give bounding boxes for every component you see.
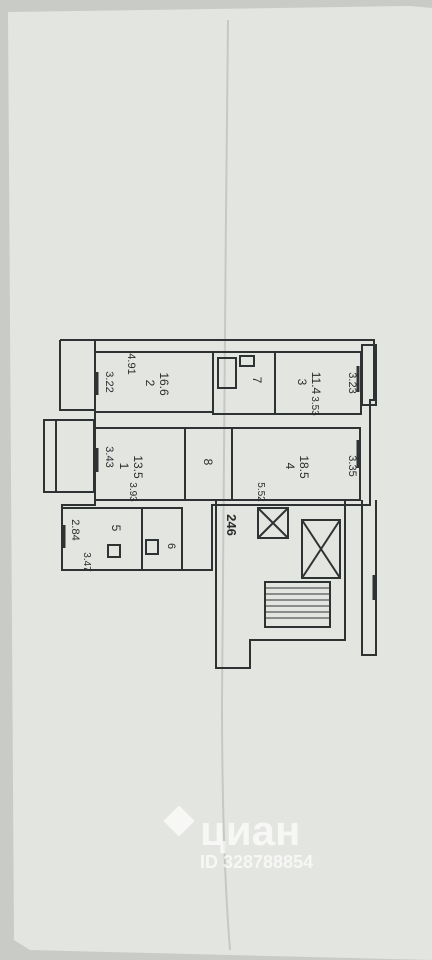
room-3-depth: 3.23 (346, 372, 358, 393)
room-3-area: 11.4 (309, 372, 323, 395)
stair-treads (265, 587, 330, 619)
paper-sheet (8, 6, 432, 960)
plan-walls (43, 339, 377, 669)
paper-fold (220, 19, 231, 951)
room-1-width: 3.93 (127, 482, 138, 502)
room-2-number: 2 (143, 380, 157, 387)
room-7-number: 7 (250, 377, 264, 384)
window-marks (62, 366, 376, 600)
room-5-width: 3.47 (81, 552, 92, 572)
watermark-listing-id: ID 328788854 (200, 852, 313, 872)
room-1-number: 1 (117, 463, 131, 470)
room-1-area: 13.5 (131, 455, 145, 479)
room-2-width: 4.91 (125, 353, 137, 374)
room-5-depth: 2.84 (69, 519, 81, 540)
room-5-number: 5 (109, 525, 123, 532)
room-2-area: 16.6 (157, 372, 171, 396)
room-4-depth: 3.35 (346, 455, 358, 476)
room-8-number: 8 (201, 459, 215, 466)
apartment-number: 246 (224, 514, 239, 536)
room-1-depth: 3.43 (103, 446, 115, 467)
room-3-number: 3 (295, 379, 309, 386)
room-4-width: 5.52 (255, 482, 266, 502)
room-2-depth: 3.22 (103, 371, 115, 392)
room-4-area: 18.5 (297, 455, 311, 479)
room-3-width: 3.53 (309, 396, 320, 416)
watermark: циан ID 328788854 (163, 805, 313, 872)
room-4-number: 4 (283, 463, 297, 470)
room-labels: 2 16.6 4.91 3.22 7 3 11.4 3.53 3.23 1 13… (69, 353, 358, 572)
watermark-brand: циан (200, 807, 300, 854)
room-6-number: 6 (165, 543, 177, 549)
